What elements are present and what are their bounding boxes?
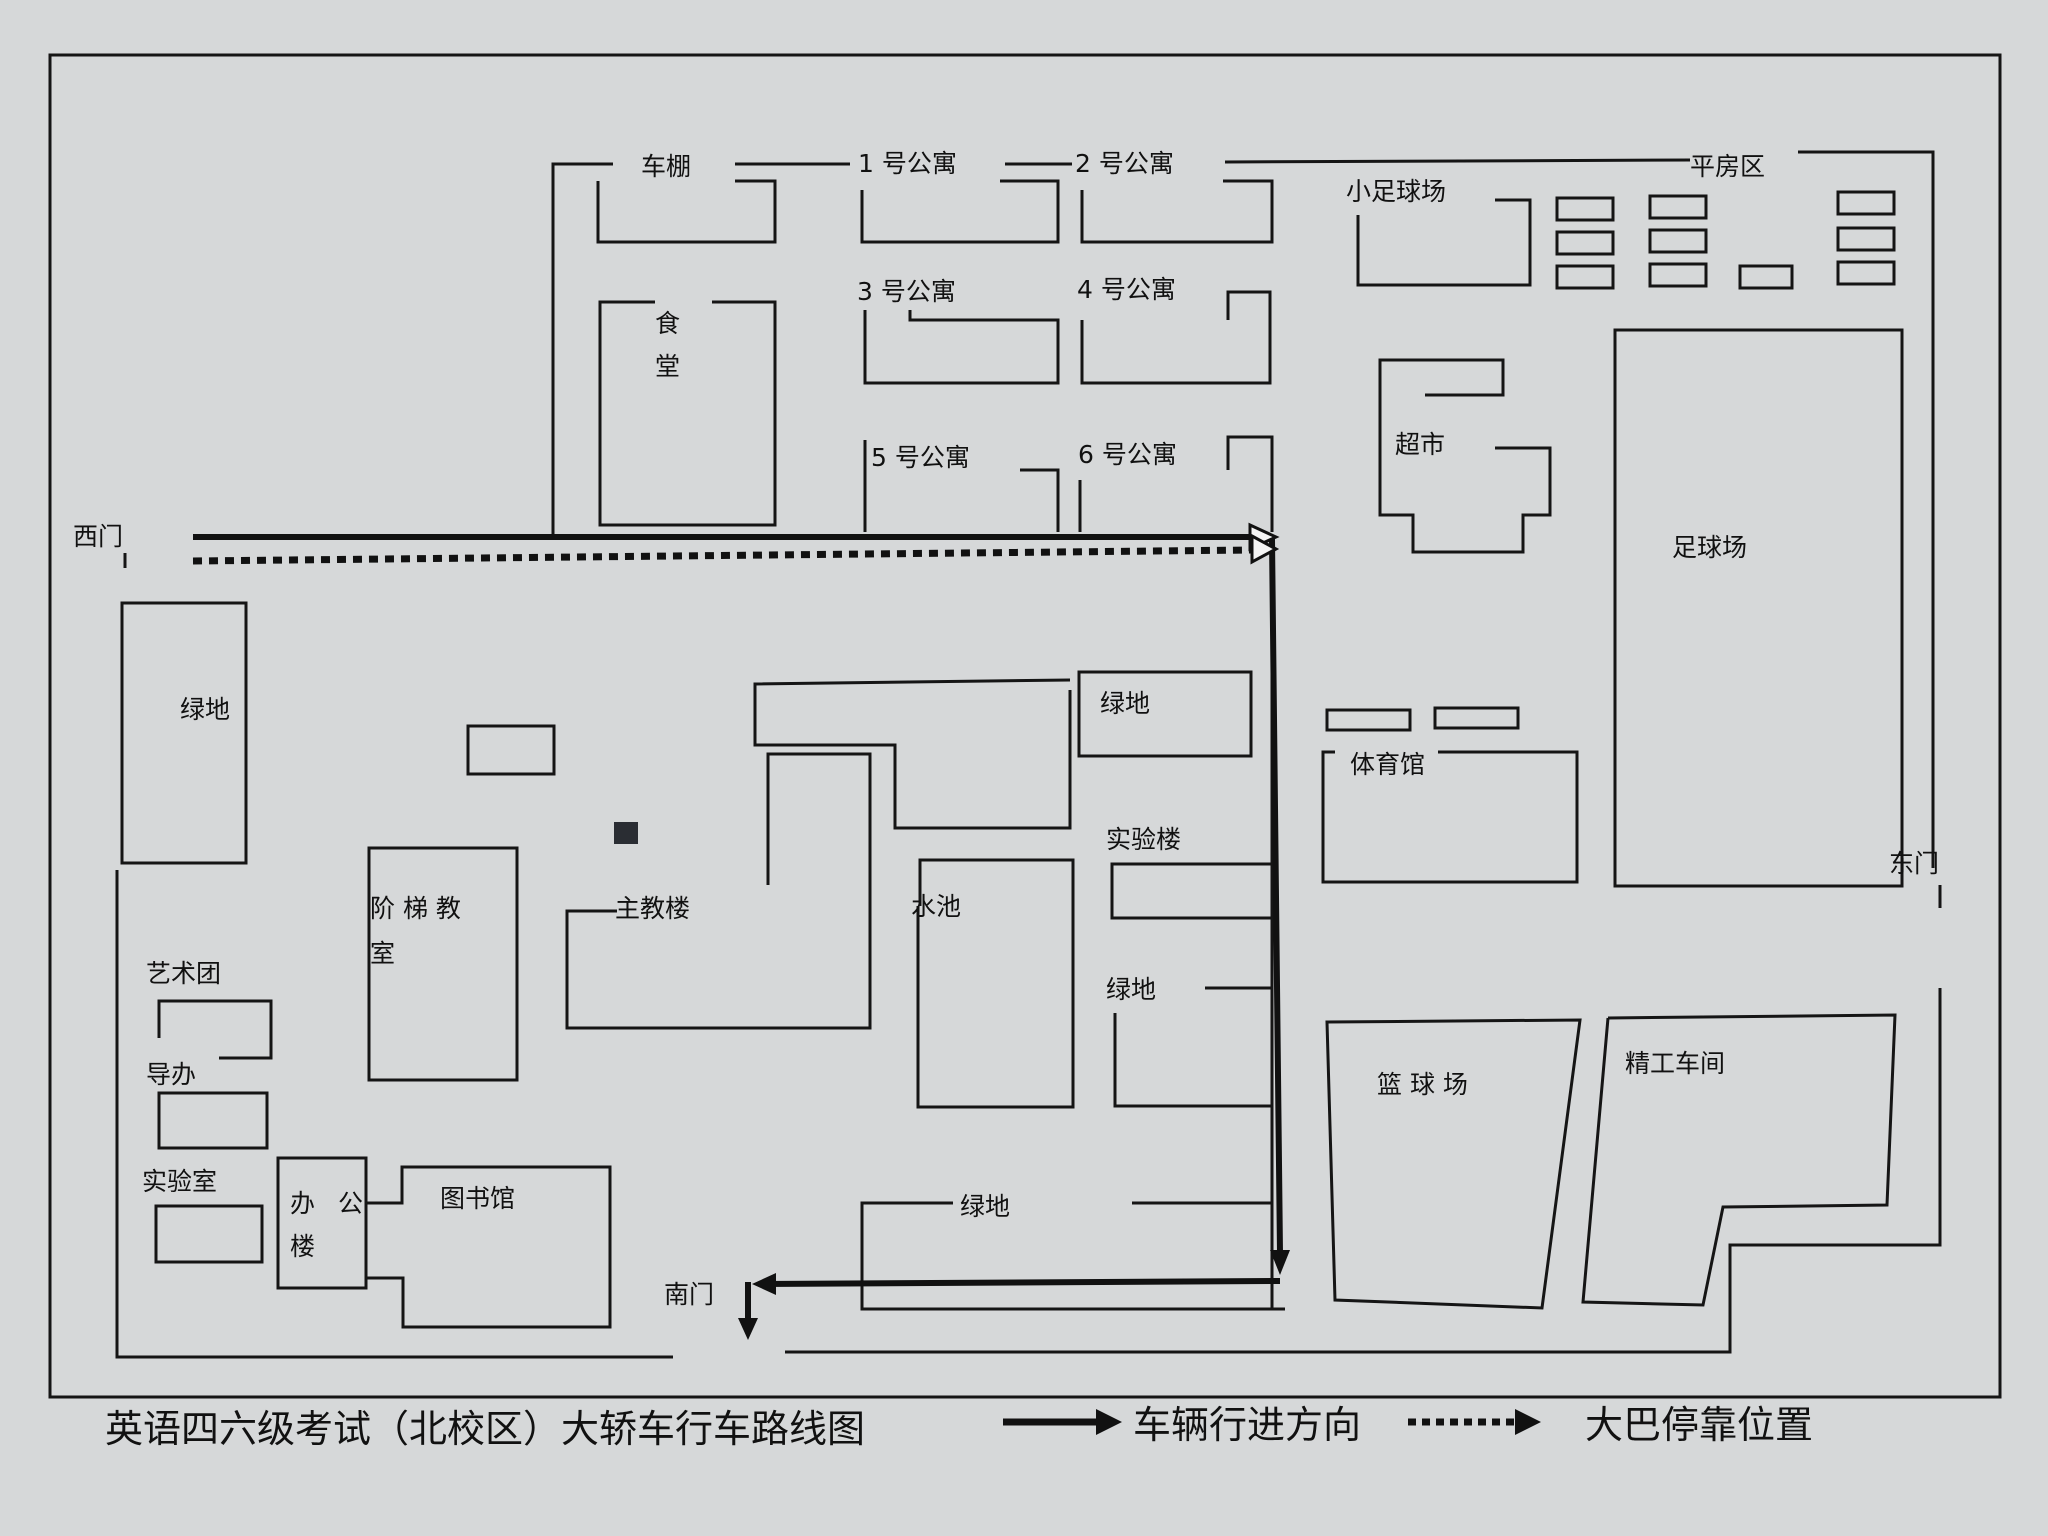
label-lab-building: 实验楼 [1106,825,1181,854]
lab-building [1110,862,1272,920]
gym-annex-2 [1433,706,1520,730]
legend-dotted-label: 大巴停靠位置 [1585,1403,1813,1447]
label-gym: 体育馆 [1350,750,1425,779]
guidance-office-building [157,1091,269,1150]
label-green-land-south: 绿地 [960,1192,1010,1221]
bike-shed-building [596,179,777,244]
legend-solid-label: 车辆行进方向 [1133,1403,1361,1447]
label-lecture-hall-line-1: 阶 梯 教 [370,894,461,923]
label-bungalow-area: 平房区 [1690,152,1765,181]
label-office-char-2: 公 [338,1189,363,1218]
label-guidance-office: 导办 [146,1060,196,1089]
label-canteen-char-1: 食 [655,309,680,338]
legend-solid-arrowhead [1096,1409,1122,1435]
label-basketball-court: 篮 球 场 [1377,1070,1468,1099]
label-canteen-char-2: 堂 [655,352,680,381]
label-supermarket: 超市 [1395,430,1445,459]
apartment-5-building-side [1020,468,1060,532]
north-block-outline [551,150,1935,868]
label-lecture-hall-line-2: 室 [370,939,395,968]
label-art-troupe: 艺术团 [146,959,221,988]
small-football-field [1356,198,1532,287]
bungalow-blocks [1555,190,1896,290]
small-filled-marker [614,822,638,844]
main-building-north-wing [753,678,1072,830]
green-land-center [1077,670,1253,758]
small-building [466,724,556,776]
campus-west-boundary [115,870,673,1359]
supermarket-building [1378,358,1552,554]
campus-south-boundary [785,988,1942,1354]
map-frame [48,53,2002,1399]
apartment-1-building [860,179,1060,244]
label-apartment-3: 3 号公寓 [857,277,956,306]
label-small-football-field: 小足球场 [1346,177,1446,206]
label-office-char-1: 办 [290,1189,315,1218]
label-south-gate: 南门 [664,1280,714,1309]
label-apartment-5: 5 号公寓 [871,443,970,472]
apartment-3-building [863,310,1060,385]
label-bike-shed: 车棚 [641,152,691,181]
apartment-2-building [1080,179,1274,244]
basketball-court [1325,1018,1582,1310]
vehicle-route-arrowhead-down [738,1318,758,1340]
green-land-mid-lower [1113,1013,1272,1108]
label-west-gate: 西门 [73,522,123,551]
art-troupe-building [157,999,273,1060]
vehicle-route-arrowhead-west [752,1273,776,1295]
label-apartment-6: 6 号公寓 [1078,440,1177,469]
pond [916,858,1075,1109]
office-building [276,1156,368,1290]
label-football-field: 足球场 [1672,533,1747,562]
canteen-building [598,300,777,527]
label-library: 图书馆 [440,1184,515,1213]
label-apartment-1: 1 号公寓 [858,149,957,178]
lecture-hall-building [367,846,519,1082]
label-pond: 水池 [911,892,961,921]
label-office-char-3: 楼 [290,1232,315,1261]
label-green-land-mid: 绿地 [1106,975,1156,1004]
label-workshop: 精工车间 [1625,1049,1725,1078]
apartment-4-building [1080,290,1272,385]
bus-parking-arrowhead [1250,533,1280,565]
label-green-land-west: 绿地 [180,695,230,724]
label-apartment-2: 2 号公寓 [1075,149,1174,178]
vehicle-route-south-leg [759,1278,1281,1287]
bus-parking-dotted-line [192,546,1253,565]
legend-dotted-arrowhead [1515,1409,1541,1435]
gym-building [1321,750,1579,884]
green-land-south [860,1201,1285,1311]
vehicle-route-arrowhead-south [1270,1250,1290,1275]
map-caption: 英语四六级考试（北校区）大轿车行车路线图 [105,1407,865,1451]
gym-annex-1 [1325,708,1412,732]
main-building-south-wing [565,752,872,1030]
library-building [366,1165,612,1329]
label-main-building: 主教楼 [615,894,690,923]
green-land-west [120,601,248,865]
football-field [1613,328,1904,888]
label-laboratory: 实验室 [142,1167,217,1196]
apartment-6-building-side [1226,435,1274,532]
label-east-gate: 东门 [1889,849,1939,878]
vehicle-route-line [193,534,1283,1254]
label-apartment-4: 4 号公寓 [1077,275,1176,304]
laboratory-building [154,1204,264,1264]
label-green-land-center: 绿地 [1100,689,1150,718]
workshop-building [1581,1013,1897,1307]
